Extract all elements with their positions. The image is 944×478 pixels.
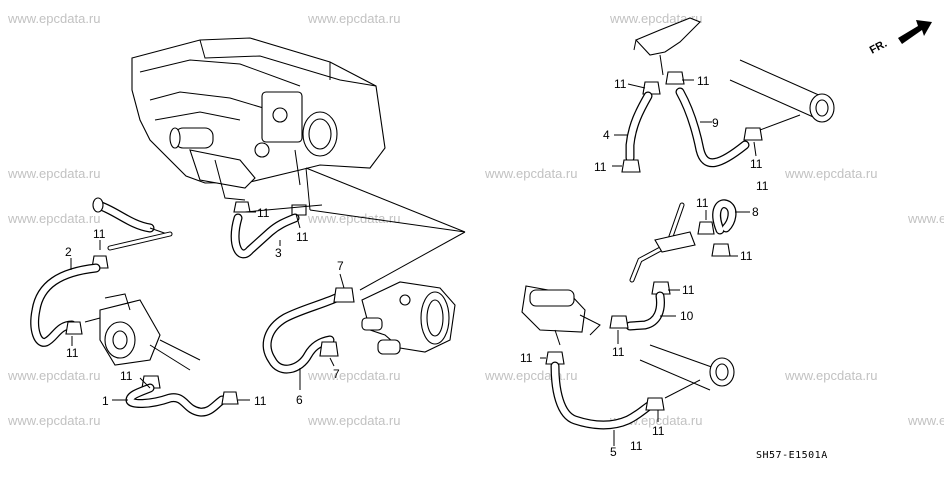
front-arrow-icon xyxy=(898,20,932,44)
hose-2-assembly xyxy=(30,197,173,347)
callout-label: 11 xyxy=(66,346,79,360)
watermark: www.epcdata.ru xyxy=(7,211,101,226)
watermark: www.epcdata.ru xyxy=(907,413,944,428)
watermark: www.epcdata.ru xyxy=(7,413,101,428)
callout-label: 8 xyxy=(752,205,759,219)
callout-label: 11 xyxy=(257,206,270,220)
callout-label: 11 xyxy=(594,160,607,174)
watermark: www.epcdata.ru xyxy=(307,211,401,226)
watermark: www.epcdata.ru xyxy=(7,11,101,26)
callout-label: 7 xyxy=(333,367,340,381)
upper-right-assembly xyxy=(621,17,835,173)
watermark: www.epcdata.ru xyxy=(784,166,878,181)
callout-label: 11 xyxy=(614,77,627,91)
callout-label: 2 xyxy=(65,245,72,259)
callout-label: 11 xyxy=(756,179,769,193)
hose-6 xyxy=(262,287,355,374)
watermark: www.epcdata.ru xyxy=(307,413,401,428)
callout-label: 11 xyxy=(740,249,753,263)
callout-label: 11 xyxy=(696,196,709,210)
callout-label: 11 xyxy=(697,74,710,88)
watermark-layer: www.epcdata.ru www.epcdata.ru www.epcdat… xyxy=(7,11,944,428)
callout-label: 11 xyxy=(93,227,106,241)
leader-lines xyxy=(244,167,466,291)
callout-label: 11 xyxy=(750,157,763,171)
front-direction-indicator: FR. xyxy=(868,20,932,57)
callout-label: 11 xyxy=(612,345,625,359)
lower-right-assembly xyxy=(521,285,735,430)
callout-label: 11 xyxy=(652,424,665,438)
callout-label: 4 xyxy=(603,128,610,142)
callout-label: 7 xyxy=(337,259,344,273)
watermark: www.epcdata.ru xyxy=(307,368,401,383)
intake-manifold-drawing xyxy=(131,37,386,216)
callout-layer: 11 11 3 11 2 11 11 1 11 6 7 7 11 11 4 9 … xyxy=(65,74,769,459)
callout-label: 11 xyxy=(520,351,533,365)
watermark: www.epcdata.ru xyxy=(7,166,101,181)
callout-label: 6 xyxy=(296,393,303,407)
watermark: www.epcdata.ru xyxy=(484,166,578,181)
watermark: www.epcdata.ru xyxy=(484,368,578,383)
hose-1 xyxy=(125,375,239,417)
callout-label: 11 xyxy=(254,394,267,408)
water-outlet-housing xyxy=(361,281,456,355)
callout-leaders xyxy=(70,79,757,446)
callout-label: 11 xyxy=(296,230,309,244)
watermark: www.epcdata.ru xyxy=(907,211,944,226)
watermark: www.epcdata.ru xyxy=(307,11,401,26)
callout-label: 11 xyxy=(120,369,133,383)
callout-label: 5 xyxy=(610,445,617,459)
watermark: www.epcdata.ru xyxy=(7,368,101,383)
oil-cooler-drawing xyxy=(84,293,201,371)
diagram-code: SH57-E1501A xyxy=(756,450,828,461)
callout-label: 3 xyxy=(275,246,282,260)
front-label: FR. xyxy=(868,38,889,57)
callout-label: 10 xyxy=(680,309,694,323)
callout-label: 1 xyxy=(102,394,109,408)
hose-3 xyxy=(230,213,300,259)
callout-label: 9 xyxy=(712,116,719,130)
watermark: www.epcdata.ru xyxy=(784,368,878,383)
middle-right-assembly xyxy=(609,199,737,331)
callout-label: 11 xyxy=(630,439,643,453)
callout-label: 11 xyxy=(682,283,695,297)
